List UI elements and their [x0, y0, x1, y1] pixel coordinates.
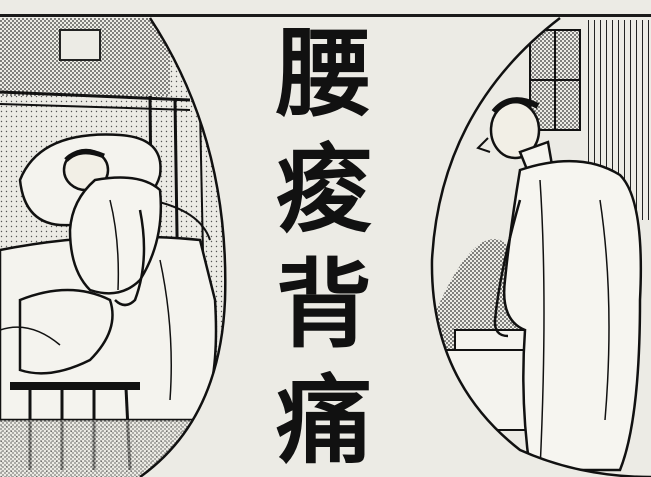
headline-char: 痠 — [276, 133, 372, 246]
right-scene — [431, 18, 651, 477]
headline-char: 背 — [276, 249, 372, 362]
headline-vertical: 腰 痠 背 痛 — [268, 20, 380, 475]
headline-char: 痛 — [276, 364, 372, 477]
left-scene — [0, 18, 226, 477]
headline-char: 腰 — [276, 18, 372, 130]
top-rule — [0, 14, 651, 17]
